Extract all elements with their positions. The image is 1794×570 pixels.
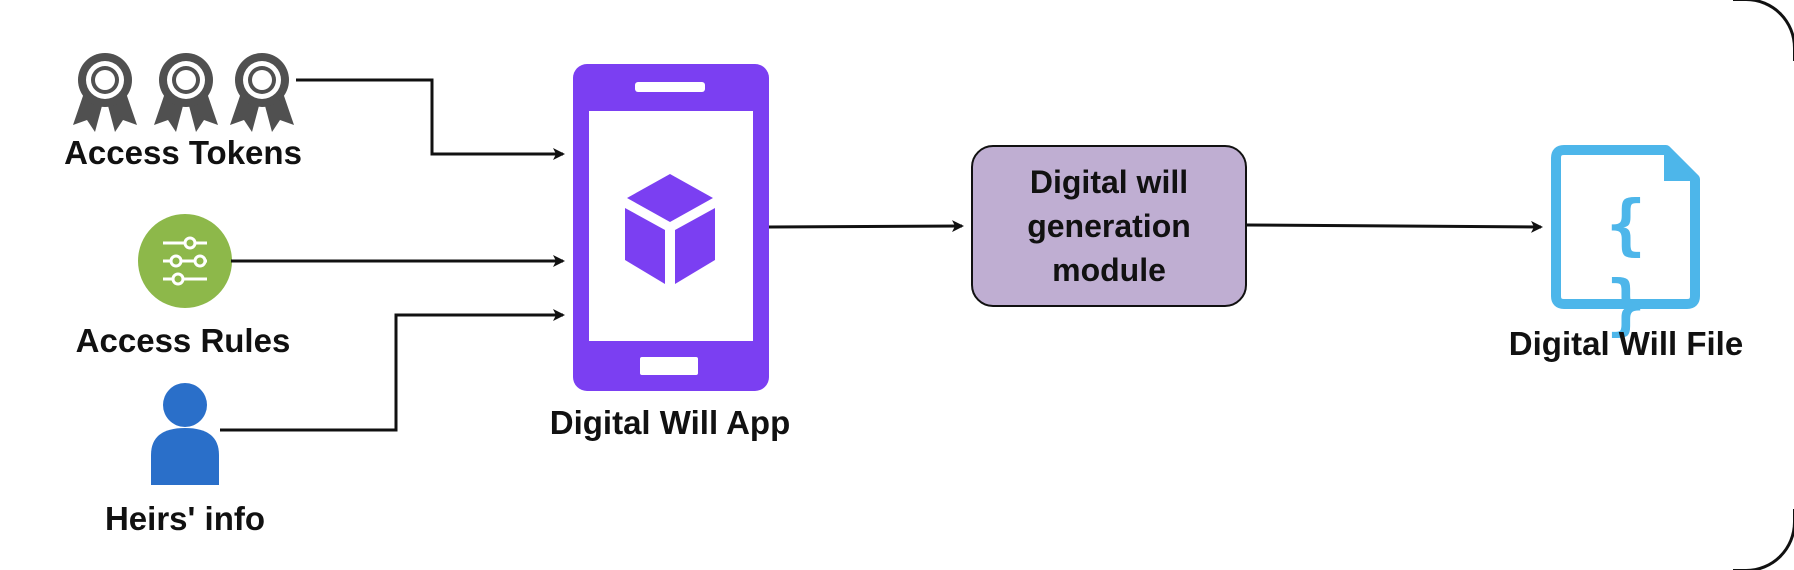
module-line-2: generation	[1027, 208, 1191, 244]
label-heirs-info: Heirs' info	[104, 500, 266, 537]
module-line-3: module	[1052, 252, 1166, 288]
cube-icon	[625, 174, 715, 284]
label-digital-will-file: Digital Will File	[1508, 325, 1744, 362]
label-access-tokens: Access Tokens	[64, 134, 302, 171]
label-access-rules: Access Rules	[75, 322, 291, 359]
module-line-1: Digital will	[1029, 164, 1189, 200]
person-icon	[151, 383, 219, 485]
label-digital-will-app: Digital Will App	[549, 404, 791, 441]
connectors	[220, 78, 1543, 432]
json-braces-glyph: { }	[1606, 186, 1646, 343]
json-file-icon	[1551, 145, 1700, 309]
arrow-module-to-file	[1246, 220, 1543, 233]
arrow-heirs-to-app	[220, 309, 565, 432]
digital-will-generation-module: Digital will generation module	[971, 145, 1247, 307]
smartphone-icon	[573, 64, 769, 391]
arrow-tokens-to-app	[296, 78, 565, 160]
sliders-icon	[138, 214, 232, 308]
arrow-app-to-module	[768, 220, 964, 233]
award-ribbon-icon	[73, 53, 294, 132]
